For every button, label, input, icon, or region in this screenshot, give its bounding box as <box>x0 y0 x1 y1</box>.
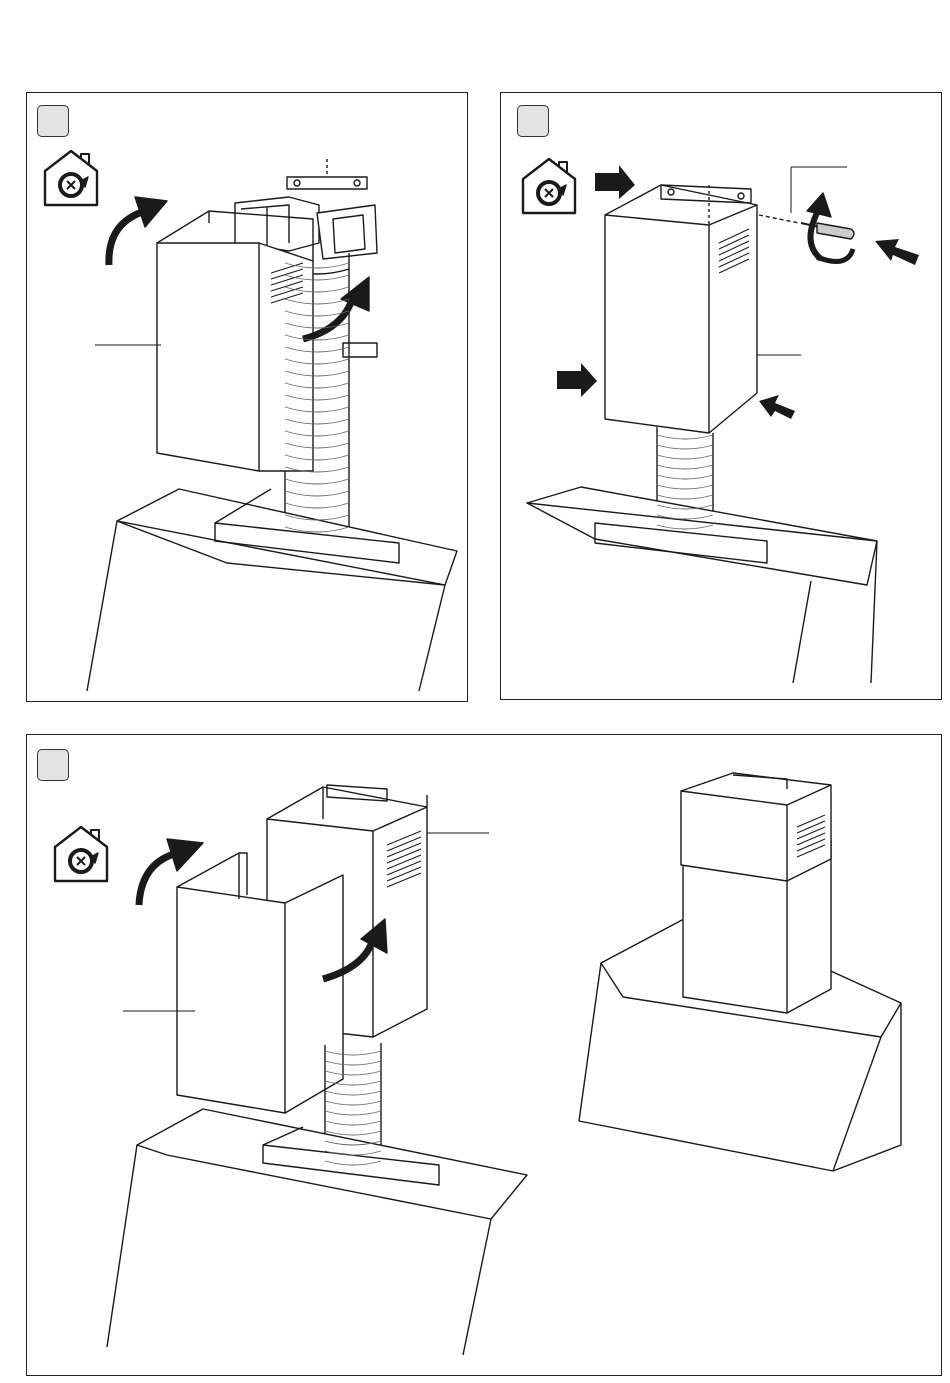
installation-diagram-c <box>27 735 943 1377</box>
installation-diagram-b <box>501 93 943 701</box>
lift-arrow-left <box>109 211 145 265</box>
recirculation-house-icon <box>523 159 575 213</box>
step-panel-a <box>26 92 468 702</box>
installation-diagram-a <box>27 93 469 703</box>
recirculation-house-icon <box>45 151 97 205</box>
step-panel-c <box>26 734 942 1376</box>
chimney-cover <box>157 243 313 471</box>
recirculation-house-icon <box>55 827 107 881</box>
step-panel-b <box>500 92 942 700</box>
assembled-hood <box>579 773 901 1171</box>
outer-chimney-cover <box>177 875 343 1113</box>
chimney-cover <box>605 205 757 433</box>
